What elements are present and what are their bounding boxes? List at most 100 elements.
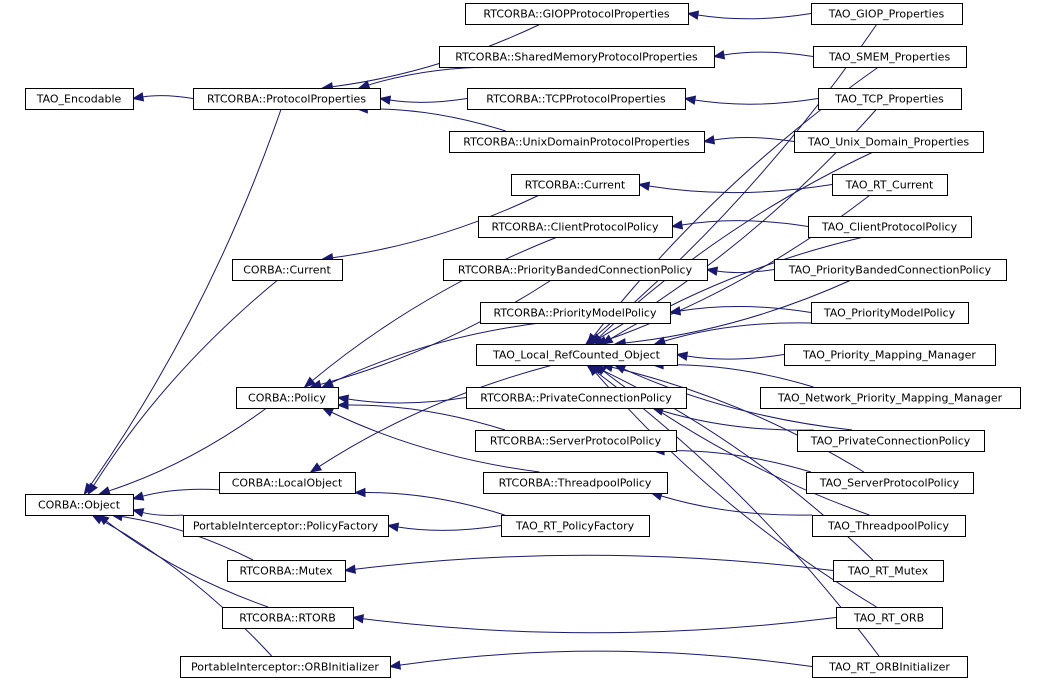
class-node-giop-props[interactable]: RTCORBA::GIOPProtocolProperties (465, 3, 689, 25)
class-node-pi-policyfactory[interactable]: PortableInterceptor::PolicyFactory (183, 515, 389, 537)
class-node-private-policy[interactable]: RTCORBA::PrivateConnectionPolicy (466, 387, 687, 409)
edge-line (661, 410, 814, 431)
edge-line (663, 322, 812, 342)
class-node-tao-banded-policy[interactable]: TAO_PriorityBandedConnectionPolicy (774, 259, 1007, 281)
class-node-banded-policy[interactable]: RTCORBA::PriorityBandedConnectionPolicy (443, 259, 708, 281)
edge-arrowhead (336, 400, 349, 410)
edge-arrowhead (321, 378, 335, 388)
class-node-tao-mapping-mgr[interactable]: TAO_Priority_Mapping_Manager (784, 344, 996, 366)
inheritance-edge-model_policy-to-corba_policy (321, 322, 540, 388)
edge-line (622, 368, 853, 431)
edge-line (647, 184, 833, 194)
class-node-threadpool-policy[interactable]: RTCORBA::ThreadpoolPolicy (483, 472, 668, 494)
class-node-tao-client-policy[interactable]: TAO_ClientProtocolPolicy (808, 216, 972, 238)
class-node-server-policy[interactable]: RTCORBA::ServerProtocolPolicy (475, 430, 677, 452)
class-node-tao-rt-mutex[interactable]: TAO_RT_Mutex (833, 560, 944, 582)
class-node-box (466, 387, 687, 409)
class-node-model-policy[interactable]: RTCORBA::PriorityModelPolicy (480, 302, 671, 324)
edge-arrowhead (98, 486, 111, 496)
class-node-local-refcounted[interactable]: TAO_Local_RefCounted_Object (476, 344, 678, 366)
edge-line (330, 322, 540, 384)
class-node-box (480, 302, 671, 324)
class-node-tao-smem[interactable]: TAO_SMEM_Properties (813, 46, 967, 68)
class-node-tao-rt-current[interactable]: TAO_RT_Current (832, 174, 948, 196)
edge-line (318, 364, 553, 468)
class-node-tcp-props[interactable]: RTCORBA::TCPProtocolProperties (467, 88, 686, 110)
class-node-label: TAO_RT_Mutex (847, 565, 929, 578)
inheritance-edge-tao_mapping_mgr-to-local_refcounted (675, 351, 785, 361)
class-node-label: RTCORBA::PriorityBandedConnectionPolicy (458, 264, 693, 277)
class-node-shmem-props[interactable]: RTCORBA::SharedMemoryProtocolProperties (439, 46, 715, 68)
edge-line (346, 404, 506, 431)
class-node-tao-unix[interactable]: TAO_Unix_Domain_Properties (794, 131, 984, 153)
edge-line (319, 279, 552, 386)
edge-arrowhead (386, 522, 400, 532)
inheritance-edge-tao_server_policy-to-server_policy (652, 445, 812, 473)
class-node-tao-net-mapping-mgr[interactable]: TAO_Network_Priority_Mapping_Manager (760, 387, 1021, 409)
class-node-box (478, 216, 673, 238)
edge-line (92, 279, 279, 487)
class-node-box (501, 515, 650, 537)
class-node-tao-model-policy[interactable]: TAO_PriorityModelPolicy (811, 302, 969, 324)
class-node-tao-server-policy[interactable]: TAO_ServerProtocolPolicy (806, 472, 974, 494)
class-node-box (811, 3, 963, 25)
edge-line (388, 98, 468, 103)
class-node-label: RTCORBA::GIOPProtocolProperties (483, 8, 669, 21)
class-node-rtcorba-current[interactable]: RTCORBA::Current (511, 174, 640, 196)
inheritance-edge-tao_tcp-to-tcp_props (683, 95, 819, 105)
class-node-label: TAO_RT_PolicyFactory (515, 520, 635, 533)
class-node-box (236, 387, 339, 409)
class-node-label: RTCORBA::Mutex (239, 565, 333, 578)
edge-line (363, 492, 505, 516)
class-node-client-policy[interactable]: RTCORBA::ClientProtocolPolicy (478, 216, 673, 238)
edge-line (346, 397, 467, 404)
class-node-tao-rt-policyfactory[interactable]: TAO_RT_PolicyFactory (501, 515, 650, 537)
edge-arrowhead (91, 514, 104, 525)
class-node-rtcorba-mutex[interactable]: RTCORBA::Mutex (227, 560, 346, 582)
edge-arrowhead (675, 351, 689, 361)
edge-arrowhead (131, 508, 145, 518)
edge-line (592, 23, 878, 339)
class-node-tao-rt-orbinitializer[interactable]: TAO_RT_ORBInitializer (812, 656, 968, 678)
class-node-box (232, 259, 343, 281)
class-node-label: TAO_Priority_Mapping_Manager (802, 349, 976, 362)
inheritance-edge-tao_rt_current-to-rtcorba_current (637, 181, 833, 194)
class-node-box (467, 88, 686, 110)
class-node-tao-threadpool-policy[interactable]: TAO_ThreadpoolPolicy (812, 515, 966, 537)
class-node-tao-giop[interactable]: TAO_GIOP_Properties (811, 3, 963, 25)
class-node-box (219, 472, 356, 494)
inheritance-edge-tao_server_policy-to-local_refcounted (600, 362, 865, 473)
edge-line (331, 23, 541, 88)
class-node-pi-orbinitializer[interactable]: PortableInterceptor::ORBInitializer (180, 656, 391, 678)
edge-arrowhead (131, 491, 145, 501)
edge-line (311, 236, 558, 382)
edge-arrowhead (309, 462, 323, 473)
class-node-label: RTCORBA::SharedMemoryProtocolProperties (455, 51, 698, 64)
class-node-corba-current[interactable]: CORBA::Current (232, 259, 343, 281)
edge-line (662, 450, 812, 473)
edge-arrowhead (601, 334, 614, 345)
class-node-tao-rt-orb[interactable]: TAO_RT_ORB (836, 607, 943, 629)
class-node-corba-policy[interactable]: CORBA::Policy (236, 387, 339, 409)
class-node-label: TAO_TCP_Properties (834, 93, 944, 106)
class-node-protocol-properties[interactable]: RTCORBA::ProtocolProperties (193, 88, 381, 110)
inheritance-edge-tao_rt_orb-to-rtcorba_rtorb (351, 614, 837, 634)
class-node-box (832, 174, 948, 196)
inheritance-edge-threadpool_policy-to-corba_policy (321, 407, 540, 473)
inheritance-edge-tao_client_policy-to-client_policy (670, 220, 809, 230)
inheritance-edge-tao_model_policy-to-model_policy (668, 306, 812, 316)
class-node-tao-private-policy[interactable]: TAO_PrivateConnectionPolicy (797, 430, 985, 452)
edge-line (693, 98, 819, 105)
class-node-unix-props[interactable]: RTCORBA::UnixDomainProtocolProperties (449, 131, 705, 153)
class-node-tao-encodable[interactable]: TAO_Encodable (25, 88, 134, 110)
class-node-tao-tcp[interactable]: TAO_TCP_Properties (818, 88, 962, 110)
class-node-box (794, 131, 984, 153)
class-node-label: CORBA::Current (243, 264, 331, 277)
class-node-label: CORBA::LocalObject (232, 477, 343, 490)
edge-arrowhead (131, 92, 145, 102)
class-node-box (812, 656, 968, 678)
class-node-rtcorba-rtorb[interactable]: RTCORBA::RTORB (222, 607, 354, 629)
class-node-corba-object[interactable]: CORBA::Object (25, 494, 134, 516)
class-node-corba-localobject[interactable]: CORBA::LocalObject (219, 472, 356, 494)
